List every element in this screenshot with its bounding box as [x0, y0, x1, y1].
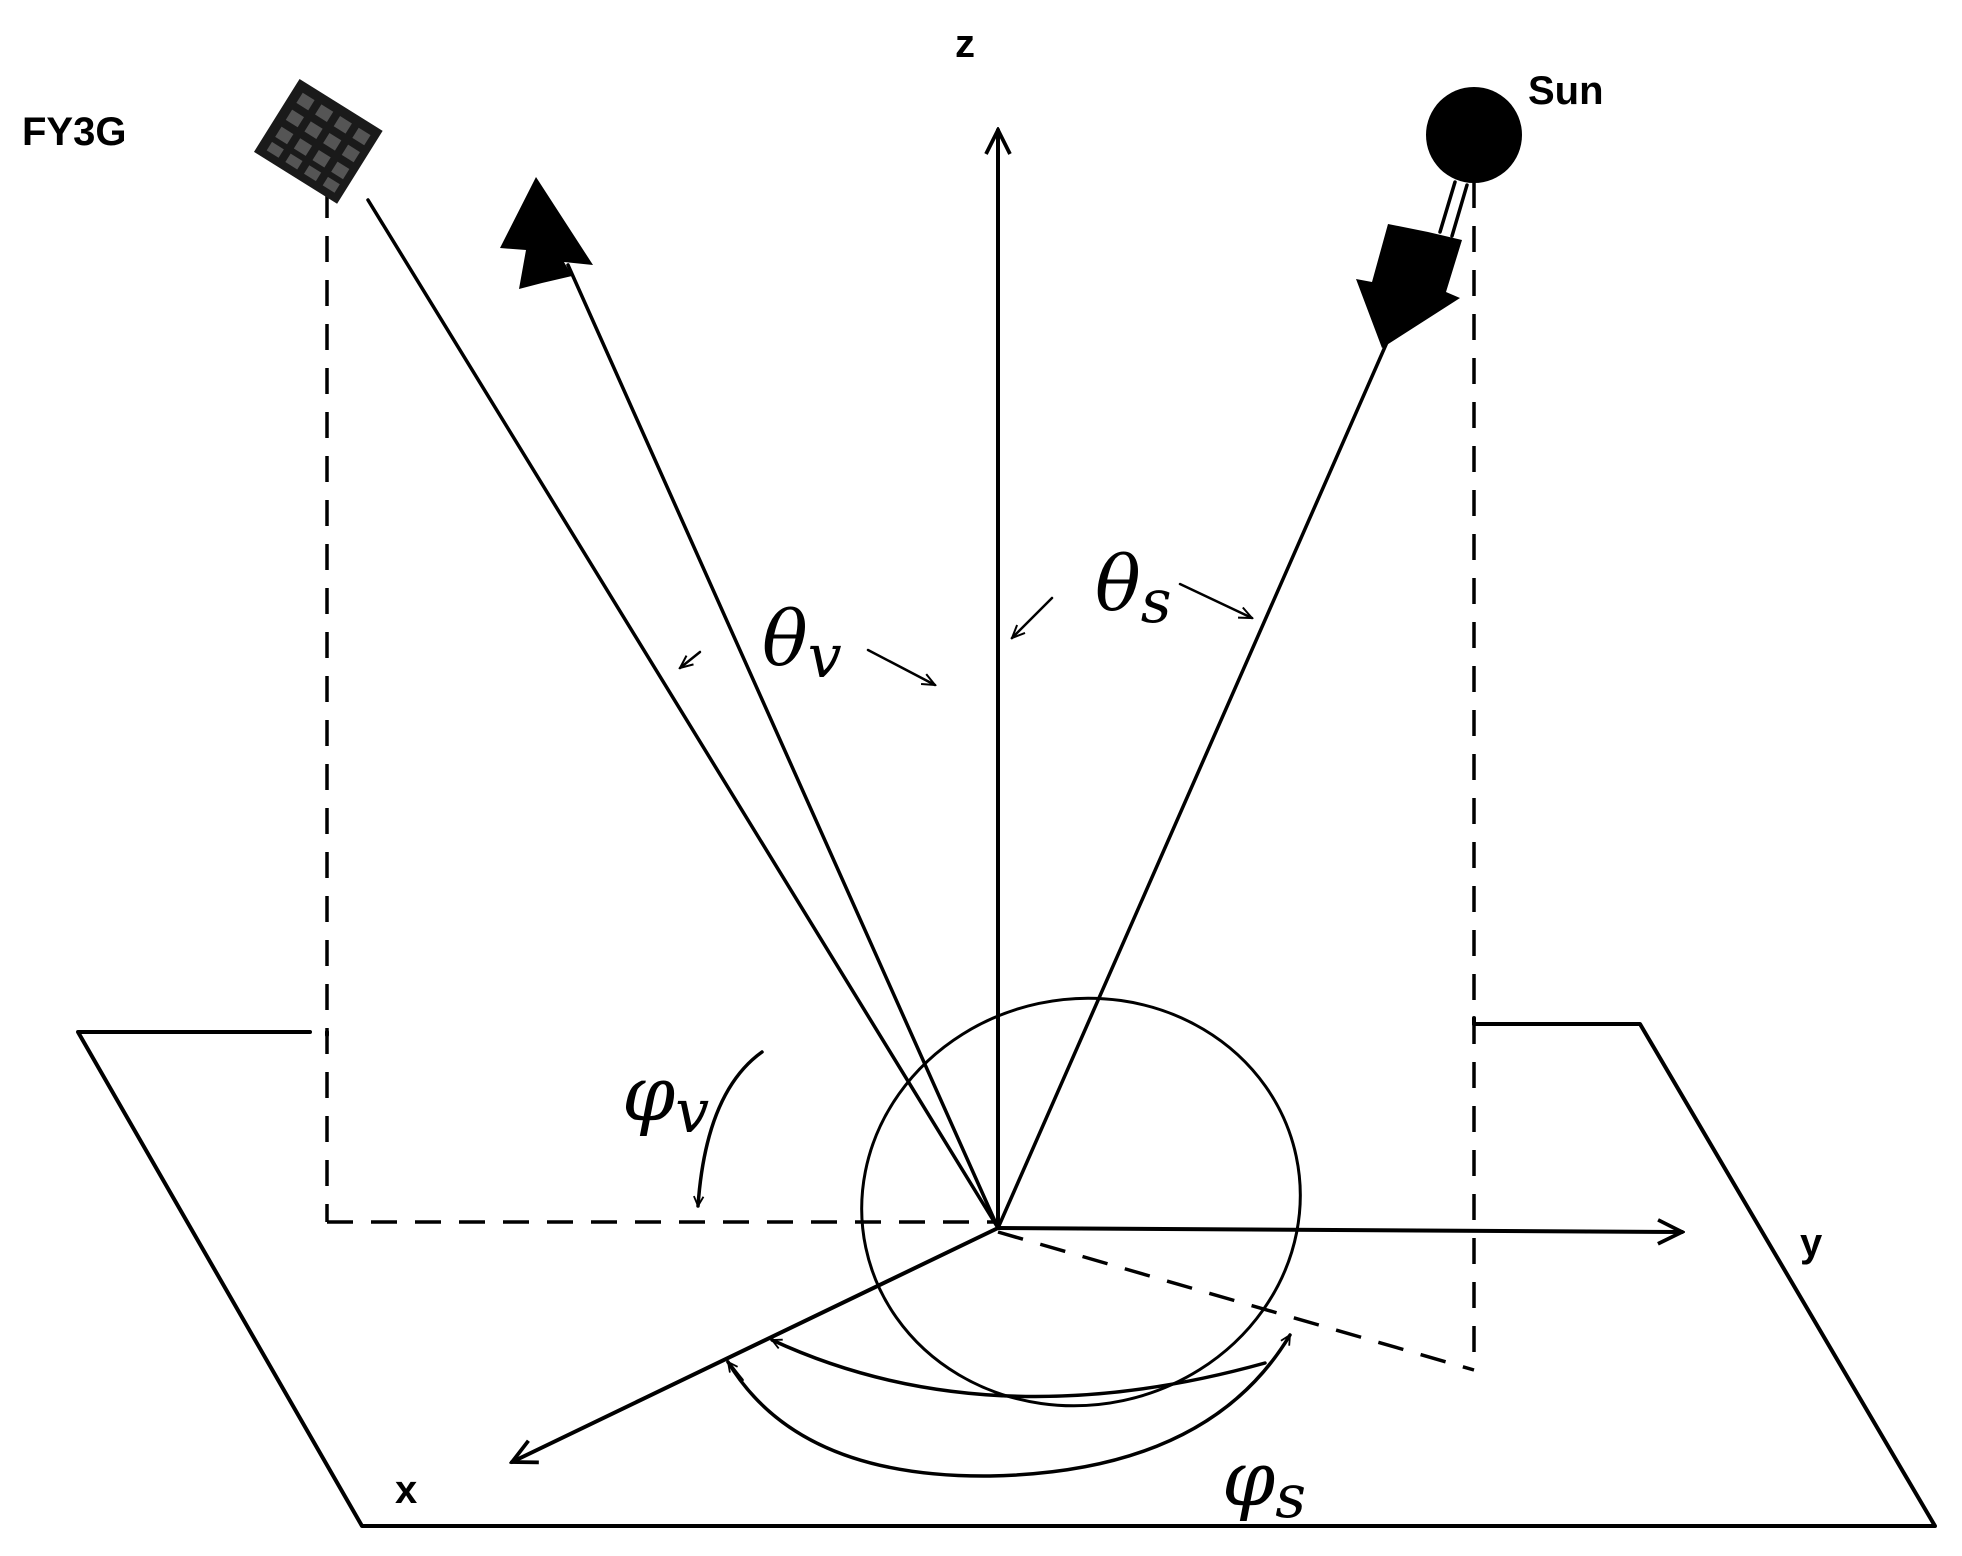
satellite-view-ray	[366, 198, 1000, 1230]
x-axis-label: x	[395, 1468, 417, 1512]
reflected-ray	[566, 263, 1000, 1230]
sun-incident-ray	[996, 338, 1390, 1230]
y-axis	[996, 1228, 1682, 1232]
zenith-angle-indicators	[680, 582, 1252, 687]
azimuth-ellipse	[860, 996, 1302, 1408]
azimuth-arcs	[698, 1050, 1292, 1478]
phi-s-label: φs	[1222, 1434, 1306, 1532]
incident-direction-arrow	[1356, 180, 1469, 348]
phi-v-arc	[698, 1050, 764, 1208]
phi-v-arc-inner	[772, 1338, 1267, 1399]
y-axis-label: y	[1800, 1221, 1823, 1265]
projection-lines	[325, 182, 1476, 1372]
satellite-label: FY3G	[22, 110, 126, 154]
ground-plane	[76, 1016, 1937, 1528]
satellite-icon	[253, 78, 383, 204]
x-axis	[512, 1226, 1000, 1462]
theta-s-label: θs	[1095, 539, 1172, 637]
rays	[366, 198, 1390, 1230]
sun-label: Sun	[1528, 69, 1604, 113]
sun-icon	[1426, 87, 1522, 183]
phi-v-label: φv	[622, 1049, 709, 1147]
phi-s-arc	[726, 1333, 1292, 1478]
coordinate-axes	[512, 130, 1682, 1462]
phi-s-arc-start	[726, 1360, 744, 1382]
reflected-direction-arrow	[500, 177, 593, 289]
theta-v-label: θv	[762, 594, 842, 692]
z-axis-label: z	[955, 22, 975, 66]
